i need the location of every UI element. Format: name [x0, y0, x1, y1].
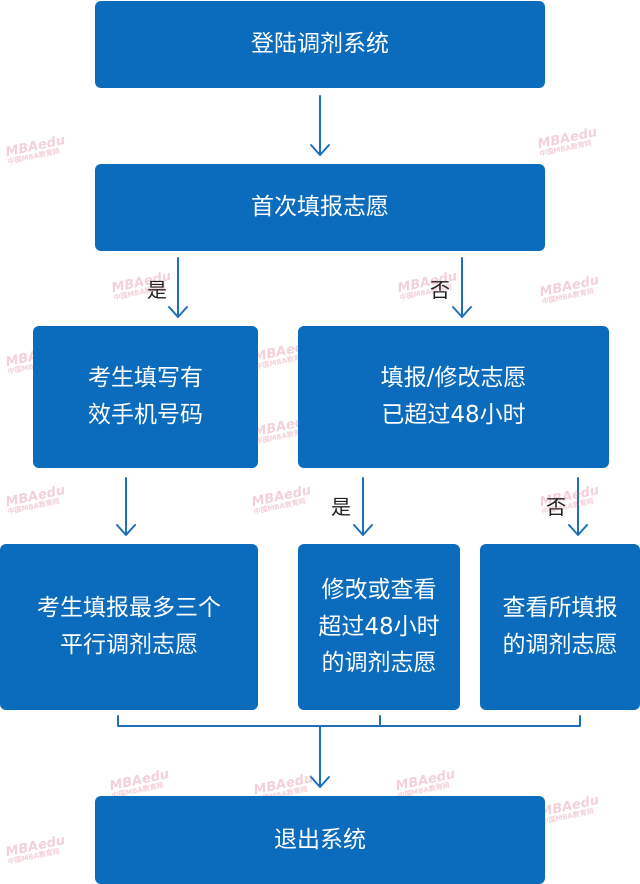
node-over-48h: 填报/修改志愿 已超过48小时 — [298, 326, 609, 468]
edge-label-first-no: 否 — [430, 278, 450, 302]
node-first-fill: 首次填报志愿 — [95, 164, 545, 251]
node-view-filled: 查看所填报 的调剂志愿 — [480, 544, 640, 710]
arrowhead-first-fill-no — [452, 306, 472, 318]
node-fill-three: 考生填报最多三个 平行调剂志愿 — [0, 544, 258, 710]
node-exit-text: 退出系统 — [274, 826, 366, 853]
arrowhead-over-yes — [353, 524, 373, 536]
node-fill-phone-text: 考生填写有 效手机号码 — [88, 365, 203, 428]
node-login-text: 登陆调剂系统 — [251, 31, 389, 58]
node-over-48h-text: 填报/修改志愿 已超过48小时 — [380, 365, 527, 428]
arrowhead-login-to-first-fill — [310, 144, 330, 156]
edge-label-over-no: 否 — [546, 495, 566, 519]
node-login: 登陆调剂系统 — [95, 1, 545, 88]
arrowhead-phone-to-three — [116, 524, 136, 536]
node-first-fill-text: 首次填报志愿 — [251, 194, 389, 221]
edge-label-over-yes: 是 — [331, 495, 351, 519]
node-modify-view: 修改或查看 超过48小时 的调剂志愿 — [298, 544, 460, 710]
node-fill-phone: 考生填写有 效手机号码 — [33, 326, 258, 468]
node-exit: 退出系统 — [95, 796, 545, 884]
arrowhead-merge-to-exit — [310, 776, 330, 788]
node-modify-view-text: 修改或查看 超过48小时 的调剂志愿 — [318, 576, 440, 677]
node-view-filled-text: 查看所填报 的调剂志愿 — [502, 595, 618, 658]
node-fill-three-text: 考生填报最多三个 平行调剂志愿 — [37, 595, 221, 658]
arrowhead-first-fill-yes — [168, 306, 188, 318]
merge-bracket — [117, 715, 581, 727]
arrowhead-over-no — [568, 524, 588, 536]
edge-label-first-yes: 是 — [147, 278, 167, 302]
